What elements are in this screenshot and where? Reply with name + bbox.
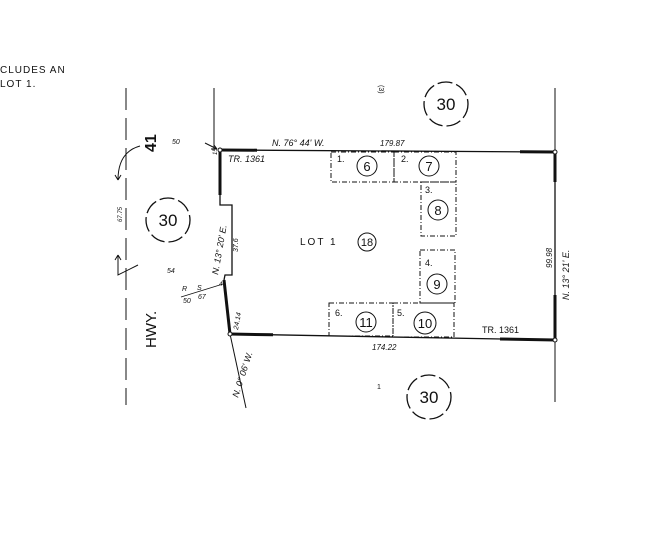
sublot-index: 3. [425,185,433,195]
arrow-icon [114,145,141,181]
bearing-right: N. 13° 21' E. [561,250,571,300]
highway-number: 41 [143,134,160,152]
road-width: 67.75 [118,206,124,222]
lot-label: LOT 1 [300,237,338,248]
offset-top: 50 [172,139,180,146]
lot-number: 18 [361,237,373,249]
sublot-number: 11 [359,315,373,330]
note-line-2: LOT 1. [0,79,37,90]
sublot-number: 7 [425,159,432,174]
sublot-index: 6. [335,308,343,318]
small-mark-top: (3) [377,85,384,94]
map-sheet-number: 30 [420,388,439,407]
sublot-index: 1. [337,154,345,164]
small-mark-bottom: 1 [377,384,381,391]
distance-left-jog: 37.6 [233,238,240,252]
bearing-left: N. 13° 20' E. [210,224,229,275]
sublot-number: 8 [434,203,441,218]
sublot-boxes [328,151,457,338]
tract-top: TR. 1361 [228,154,265,164]
sublot-labels: 1. 2. 3. 4. 5. 6. [335,154,433,318]
note-line-1: CLUDES AN [0,65,66,76]
corner-top: 15 [213,148,219,155]
sublot-index: 4. [425,258,433,268]
distance-right: 99.98 [545,247,554,268]
offset-bottom: 54 [167,268,175,275]
map-sheet-markers: 30 30 30 [145,81,469,420]
dimensions: N. 76° 44' W. 179.87 174.22 N. 13° 21' E… [118,138,571,399]
distance-top: 179.87 [380,139,405,148]
sublot-number: 10 [418,316,432,331]
sublot-number: 6 [363,159,370,174]
r-label: R [182,286,187,293]
map-note: CLUDES AN LOT 1. [0,64,66,92]
r-value: 50 [183,298,191,305]
s-label: S [197,285,202,292]
sublot-numbers: 6 7 8 9 10 11 18 [355,155,449,335]
sublot-index: 2. [401,154,409,164]
arrow-icon [204,142,218,150]
map-sheet-number: 30 [159,211,178,230]
distance-diagonal: 24.14 [233,312,243,332]
tract-bottom: TR. 1361 [482,325,519,335]
s-value: 67 [198,294,207,301]
parcel-boundary [180,147,558,409]
arrow-icon [114,254,139,276]
bearing-top: N. 76° 44' W. [272,138,325,148]
map-sheet-number: 30 [437,95,456,114]
corner-mark: 4 [219,282,223,288]
sublot-index: 5. [397,308,405,318]
sublot-number: 9 [433,277,440,292]
highway-name: HWY. [143,311,160,348]
distance-bottom: 174.22 [372,343,397,352]
